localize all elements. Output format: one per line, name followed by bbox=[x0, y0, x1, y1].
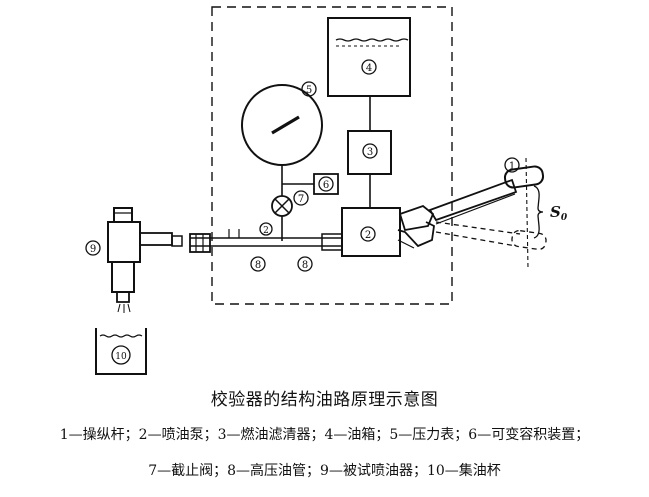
injection-pump bbox=[341, 207, 401, 257]
marker-8a-label: 8 bbox=[255, 260, 261, 271]
variable-volume-box bbox=[313, 173, 339, 195]
stop-valve-icon bbox=[271, 195, 293, 217]
marker-1-label: 1 bbox=[509, 161, 515, 172]
stroke-brace-icon bbox=[533, 185, 544, 239]
marker-7-circle bbox=[293, 190, 309, 206]
high-pressure-pipe bbox=[190, 229, 343, 251]
marker-8a-circle bbox=[250, 256, 266, 272]
control-lever bbox=[428, 165, 545, 225]
marker-7-label: 7 bbox=[298, 194, 304, 205]
pump-plunger-head bbox=[397, 204, 435, 249]
marker-9-circle bbox=[85, 240, 101, 256]
stroke-subscript: 0 bbox=[561, 213, 568, 223]
marker-3-label: 3 bbox=[367, 147, 373, 158]
oil-collecting-cup bbox=[95, 328, 147, 375]
marker-6-circle bbox=[318, 176, 334, 192]
legend-line-1: 1—操纵杆；2—喷油泵；3—燃油滤清器；4—油箱；5—压力表；6—可变容积装置； bbox=[59, 427, 590, 443]
legend-line-2: 7—截止阀；8—高压油管；9—被试喷油器；10—集油杯 bbox=[148, 463, 501, 479]
stroke-label: S0 bbox=[550, 203, 568, 223]
marker-3-circle bbox=[362, 143, 378, 159]
gauge-needle bbox=[271, 115, 300, 135]
marker-8b-circle bbox=[297, 256, 313, 272]
marker-2-label: 2 bbox=[365, 230, 371, 241]
marker-8b-label: 8 bbox=[302, 260, 308, 271]
marker-2b-circle bbox=[259, 222, 273, 236]
figure-title: 校验器的结构油路原理示意图 bbox=[210, 390, 439, 410]
lever-swing-position bbox=[435, 221, 547, 251]
tester-enclosure bbox=[211, 6, 453, 305]
marker-9-label: 9 bbox=[90, 244, 96, 255]
marker-1-circle bbox=[504, 157, 520, 173]
marker-10-circle bbox=[111, 345, 131, 365]
marker-6-label: 6 bbox=[323, 180, 329, 191]
marker-2b-label: 2 bbox=[263, 226, 269, 236]
marker-5-label: 5 bbox=[306, 85, 312, 96]
pressure-gauge bbox=[241, 84, 323, 166]
tested-injector bbox=[107, 207, 183, 313]
marker-4-circle bbox=[361, 59, 377, 75]
pipe-fitting bbox=[189, 233, 211, 253]
oil-circuit-diagram: 1 2 2 3 4 5 6 7 8 8 9 10 S0 bbox=[85, 6, 568, 375]
marker-4-label: 4 bbox=[366, 63, 372, 74]
stroke-guide-line bbox=[525, 157, 529, 269]
oil-tank bbox=[327, 17, 411, 97]
marker-10-label: 10 bbox=[115, 352, 127, 362]
marker-5-circle bbox=[301, 81, 317, 97]
marker-2-circle bbox=[360, 226, 376, 242]
stroke-symbol: S bbox=[550, 203, 561, 221]
